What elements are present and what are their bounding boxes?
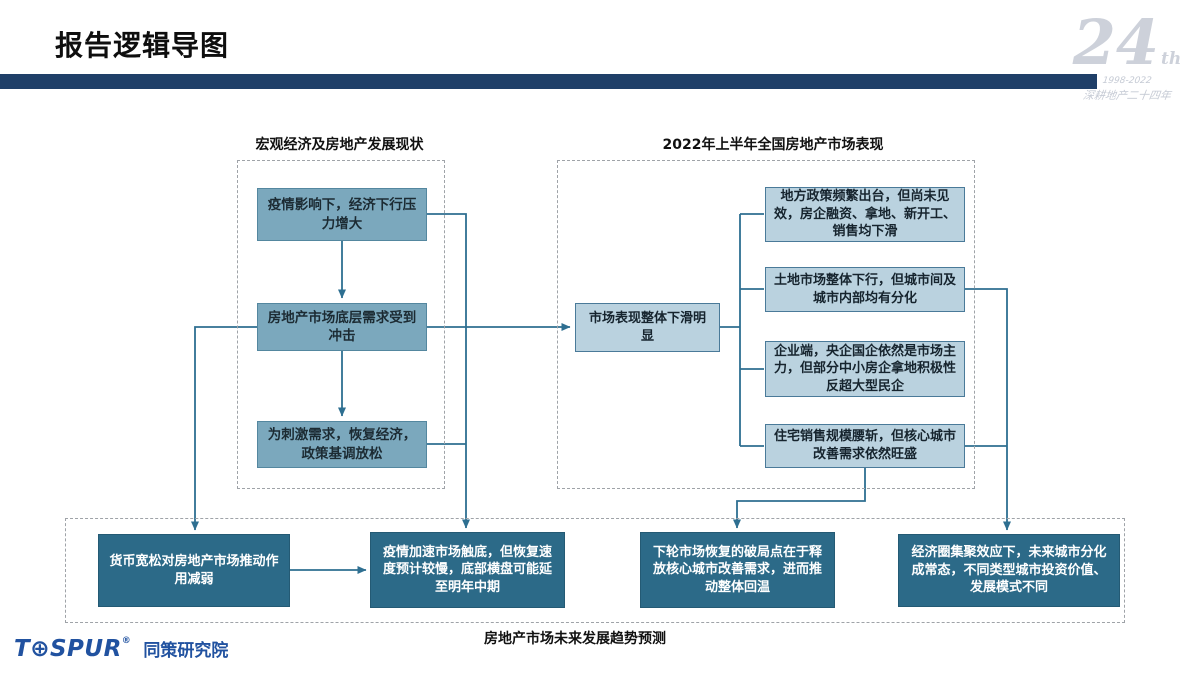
group-macro (237, 160, 445, 489)
badge-number: 24 (1072, 6, 1160, 79)
badge-suffix: th (1161, 49, 1182, 69)
flow-box-policy-easing: 为刺激需求，恢复经济，政策基调放松 (257, 421, 427, 468)
flow-box-enterprise-side: 企业端，央企国企依然是市场主力，但部分中小房企拿地积极性反超大型民企 (765, 341, 965, 397)
flow-box-residential-sales: 住宅销售规模腰斩，但核心城市改善需求依然旺盛 (765, 424, 965, 468)
section-title-future-trend: 房地产市场未来发展趋势预测 (484, 631, 666, 647)
badge-years: 1998-2022 (1101, 76, 1153, 86)
header-divider-bar (0, 74, 1097, 89)
page-title: 报告逻辑导图 (55, 29, 230, 62)
flow-box-land-market: 土地市场整体下行，但城市间及城市内部均有分化 (765, 267, 965, 312)
logo-letter-t: T (14, 636, 31, 662)
logo-letters-spur: SPUR (49, 636, 122, 662)
flow-box-pandemic-pressure: 疫情影响下，经济下行压力增大 (257, 188, 427, 241)
flow-box-demand-shock: 房地产市场底层需求受到冲击 (257, 303, 427, 351)
flow-box-city-differentiation: 经济圈集聚效应下，未来城市分化成常态，不同类型城市投资价值、发展模式不同 (898, 534, 1120, 607)
section-title-macro: 宏观经济及房地产发展现状 (255, 137, 424, 153)
flow-box-local-policy: 地方政策频繁出台，但尚未见效，房企融资、拿地、新开工、销售均下滑 (765, 187, 965, 242)
flow-box-monetary-easing: 货币宽松对房地产市场推动作用减弱 (98, 534, 290, 607)
registered-mark-icon: ® (121, 636, 132, 646)
section-title-market-2022: 2022年上半年全国房地产市场表现 (662, 137, 884, 153)
group-market-2022 (557, 160, 975, 489)
badge-tagline: 深耕地产二十四年 (1082, 89, 1172, 102)
group-future-trend (65, 518, 1125, 623)
tospur-wordmark: T⊕SPUR® (14, 636, 131, 662)
flow-box-market-decline-hub: 市场表现整体下滑明显 (575, 303, 720, 352)
flow-box-market-bottoming: 疫情加速市场触底，但恢复速度预计较慢，底部横盘可能延至明年中期 (370, 532, 565, 608)
tospur-logo: T⊕SPUR® 同策研究院 (14, 636, 228, 662)
logo-chinese-name: 同策研究院 (143, 641, 229, 661)
flow-box-recovery-breakthrough: 下轮市场恢复的破局点在于释放核心城市改善需求，进而推动整体回温 (640, 532, 835, 608)
globe-icon: ⊕ (30, 636, 50, 662)
